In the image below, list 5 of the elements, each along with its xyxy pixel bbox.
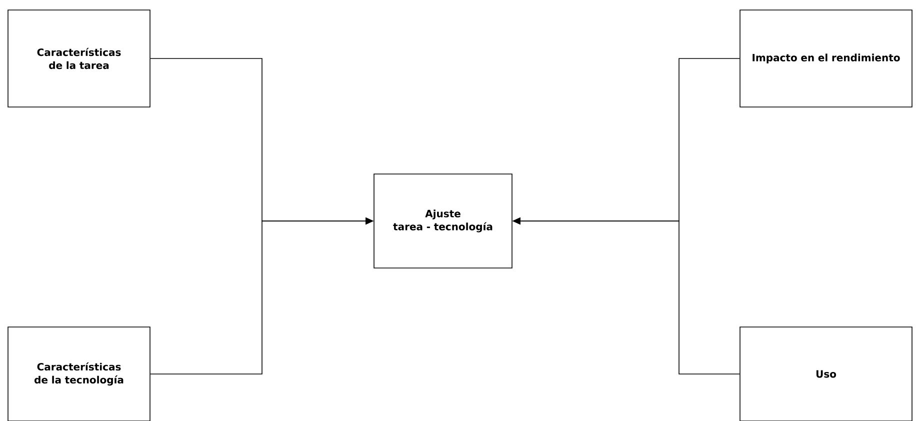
- process-box: Ajuste tarea - tecnología: [374, 174, 512, 268]
- process-box: Uso: [740, 326, 912, 421]
- process-box: Impacto en el rendimiento: [740, 10, 912, 108]
- process-box: Características de la tarea: [8, 10, 150, 108]
- process-box: Características de la tecnología: [8, 326, 150, 421]
